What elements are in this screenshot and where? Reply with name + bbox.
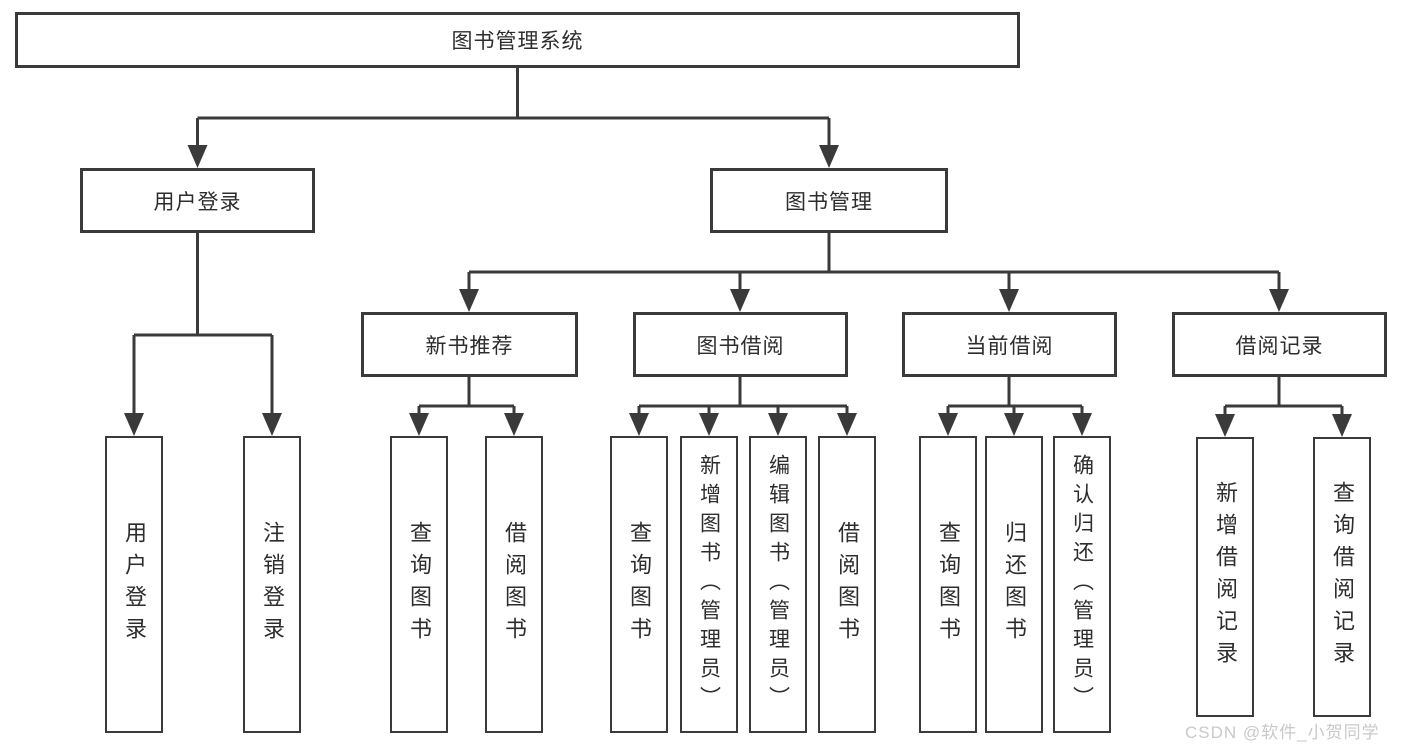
leaf-return-books: 归还图书 (985, 436, 1043, 733)
node-book-borrowing: 图书借阅 (633, 312, 848, 377)
leaf-borrow-books-recommend: 借阅图书 (485, 436, 543, 733)
node-root-label: 图书管理系统 (451, 30, 584, 53)
node-root-system: 图书管理系统 (15, 12, 1020, 68)
node-borrowing-records-label: 借阅记录 (1235, 334, 1324, 358)
leaf-logout: 注销登录 (243, 436, 301, 733)
node-user-login: 用户登录 (80, 168, 315, 233)
leaf-query-books-recommend: 查询图书 (390, 436, 448, 733)
node-current-borrowing: 当前借阅 (902, 312, 1117, 377)
leaf-user-login: 用户登录 (105, 436, 163, 733)
csdn-watermark: CSDN @软件_小贺同学 (1185, 723, 1380, 742)
leaf-borrow-books: 借阅图书 (818, 436, 876, 733)
node-book-borrowing-label: 图书借阅 (696, 334, 785, 358)
leaf-query-books-current: 查询图书 (919, 436, 977, 733)
leaf-add-borrow-record: 新增借阅记录 (1196, 437, 1254, 717)
node-book-management-label: 图书管理 (785, 190, 873, 214)
leaf-edit-books-admin: 编辑图书（管理员） (749, 436, 807, 733)
leaf-confirm-return-admin: 确认归还（管理员） (1053, 436, 1111, 733)
leaf-query-books-borrowing: 查询图书 (610, 436, 668, 733)
node-borrowing-records: 借阅记录 (1172, 312, 1387, 377)
node-new-book-recommend: 新书推荐 (361, 312, 578, 377)
node-current-borrowing-label: 当前借阅 (965, 334, 1054, 358)
leaf-add-books-admin: 新增图书（管理员） (680, 436, 738, 733)
node-user-login-label: 用户登录 (153, 190, 242, 214)
leaf-query-borrow-record: 查询借阅记录 (1313, 437, 1371, 717)
node-new-book-recommend-label: 新书推荐 (425, 334, 514, 358)
node-book-management: 图书管理 (710, 168, 948, 233)
